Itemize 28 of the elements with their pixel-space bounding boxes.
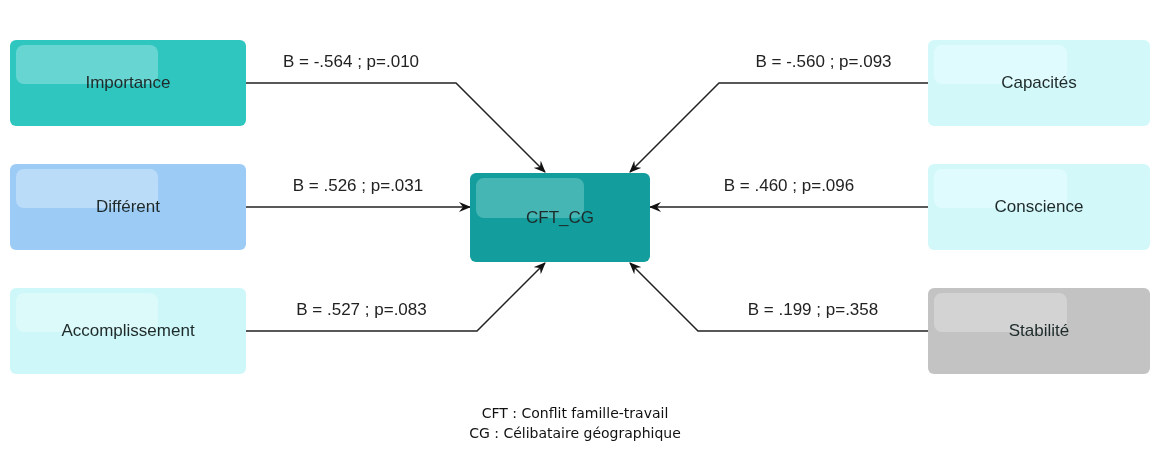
arrow — [245, 82, 546, 173]
arrow — [629, 262, 929, 332]
node-label: Importance — [85, 72, 171, 95]
variable-box — [10, 164, 246, 250]
node-label: Accomplissement — [61, 320, 195, 343]
edge-label: B = -.560 ; p=.093 — [755, 53, 892, 70]
node-label: Conscience — [994, 196, 1084, 219]
node-label: CFT_CG — [526, 206, 594, 229]
edge-label: B = .460 ; p=.096 — [723, 177, 855, 194]
node-label: Capacités — [1001, 72, 1077, 95]
variable-box — [928, 288, 1150, 374]
variable-box — [10, 40, 246, 126]
arrow — [245, 262, 546, 332]
note-text: CFT : Conflit famille-travail — [481, 404, 669, 423]
variable-box — [10, 288, 246, 374]
edge-label: B = .199 ; p=.358 — [747, 301, 879, 318]
edge-label: B = .526 ; p=.031 — [292, 177, 424, 194]
variable-box — [928, 40, 1150, 126]
arrow — [629, 82, 929, 173]
variable-box — [470, 173, 650, 262]
node-label: Stabilité — [1008, 320, 1070, 343]
arrow — [245, 202, 471, 212]
arrow — [649, 202, 929, 212]
node-label: Différent — [96, 196, 160, 219]
note-text: CG : Célibataire géographique — [469, 424, 681, 443]
edge-label: B = -.564 ; p=.010 — [282, 53, 420, 70]
variable-box — [928, 164, 1150, 250]
edge-label: B = .527 ; p=.083 — [296, 301, 427, 318]
